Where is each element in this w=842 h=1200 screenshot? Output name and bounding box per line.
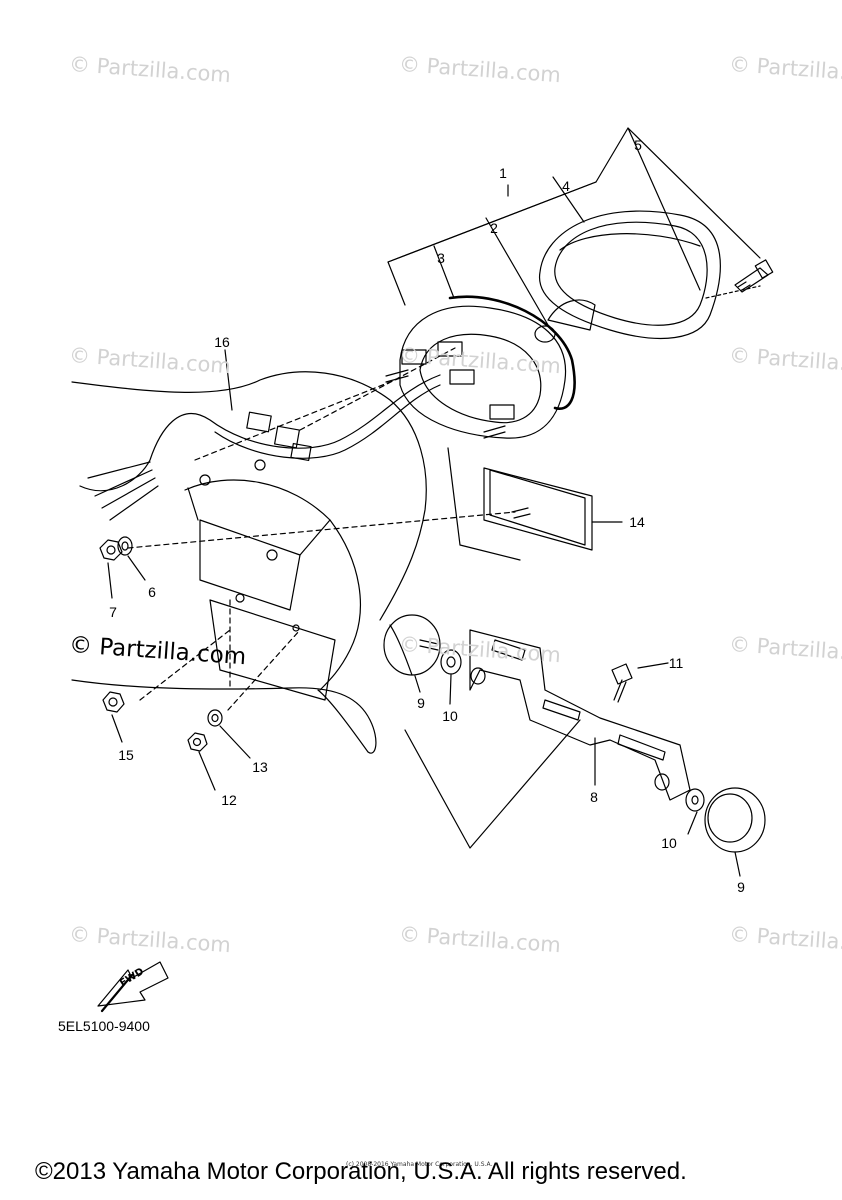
callout-8: 8 [590,789,598,805]
washer-part-10-left [440,649,462,675]
nut-part-12 [187,732,208,752]
callout-2: 2 [490,220,498,236]
washer-part-13 [207,709,223,727]
rear-fender-outline [71,371,427,754]
nut-part-7 [99,539,123,561]
wiring-harness-part-16 [79,349,441,521]
fwd-arrow-icon [97,961,169,1013]
nut-part-15 [102,691,125,713]
diagram-part-code: 5EL5100-9400 [58,1018,150,1034]
callout-1: 1 [499,165,507,181]
callout-11: 11 [668,655,684,671]
copyright-footer: ©2013 Yamaha Motor Corporation, U.S.A. A… [35,1158,687,1185]
callout-10-left: 10 [442,708,458,724]
callout-12: 12 [221,792,237,808]
callout-3: 3 [437,250,445,266]
license-light-part-14 [447,447,623,561]
reflector-part-9-right [704,787,766,853]
screw-part-5 [734,259,774,293]
washer-part-10-right [685,788,705,812]
reflector-part-9-left [383,614,441,676]
washer-part-6 [117,536,133,556]
housing-part-3 [385,295,596,439]
bracket-part-8 [469,629,691,801]
callout-7: 7 [109,604,117,620]
callout-16: 16 [214,334,230,350]
callout-14: 14 [629,514,645,530]
callout-6: 6 [148,584,156,600]
dashed-alignment-lines [127,347,516,711]
callout-15: 15 [118,747,134,763]
callout-10-right: 10 [661,835,677,851]
leader-lines-top [387,127,761,326]
bolt-part-11 [611,662,669,703]
callout-5: 5 [634,137,642,153]
callout-13: 13 [252,759,268,775]
tiny-copyright: (c) 2008-2016 Yamaha Motor Corporation, … [346,1161,493,1168]
callout-9-left: 9 [417,695,425,711]
callout-leaders [107,555,741,877]
callout-9-right: 9 [737,879,745,895]
callout-4: 4 [562,178,570,194]
